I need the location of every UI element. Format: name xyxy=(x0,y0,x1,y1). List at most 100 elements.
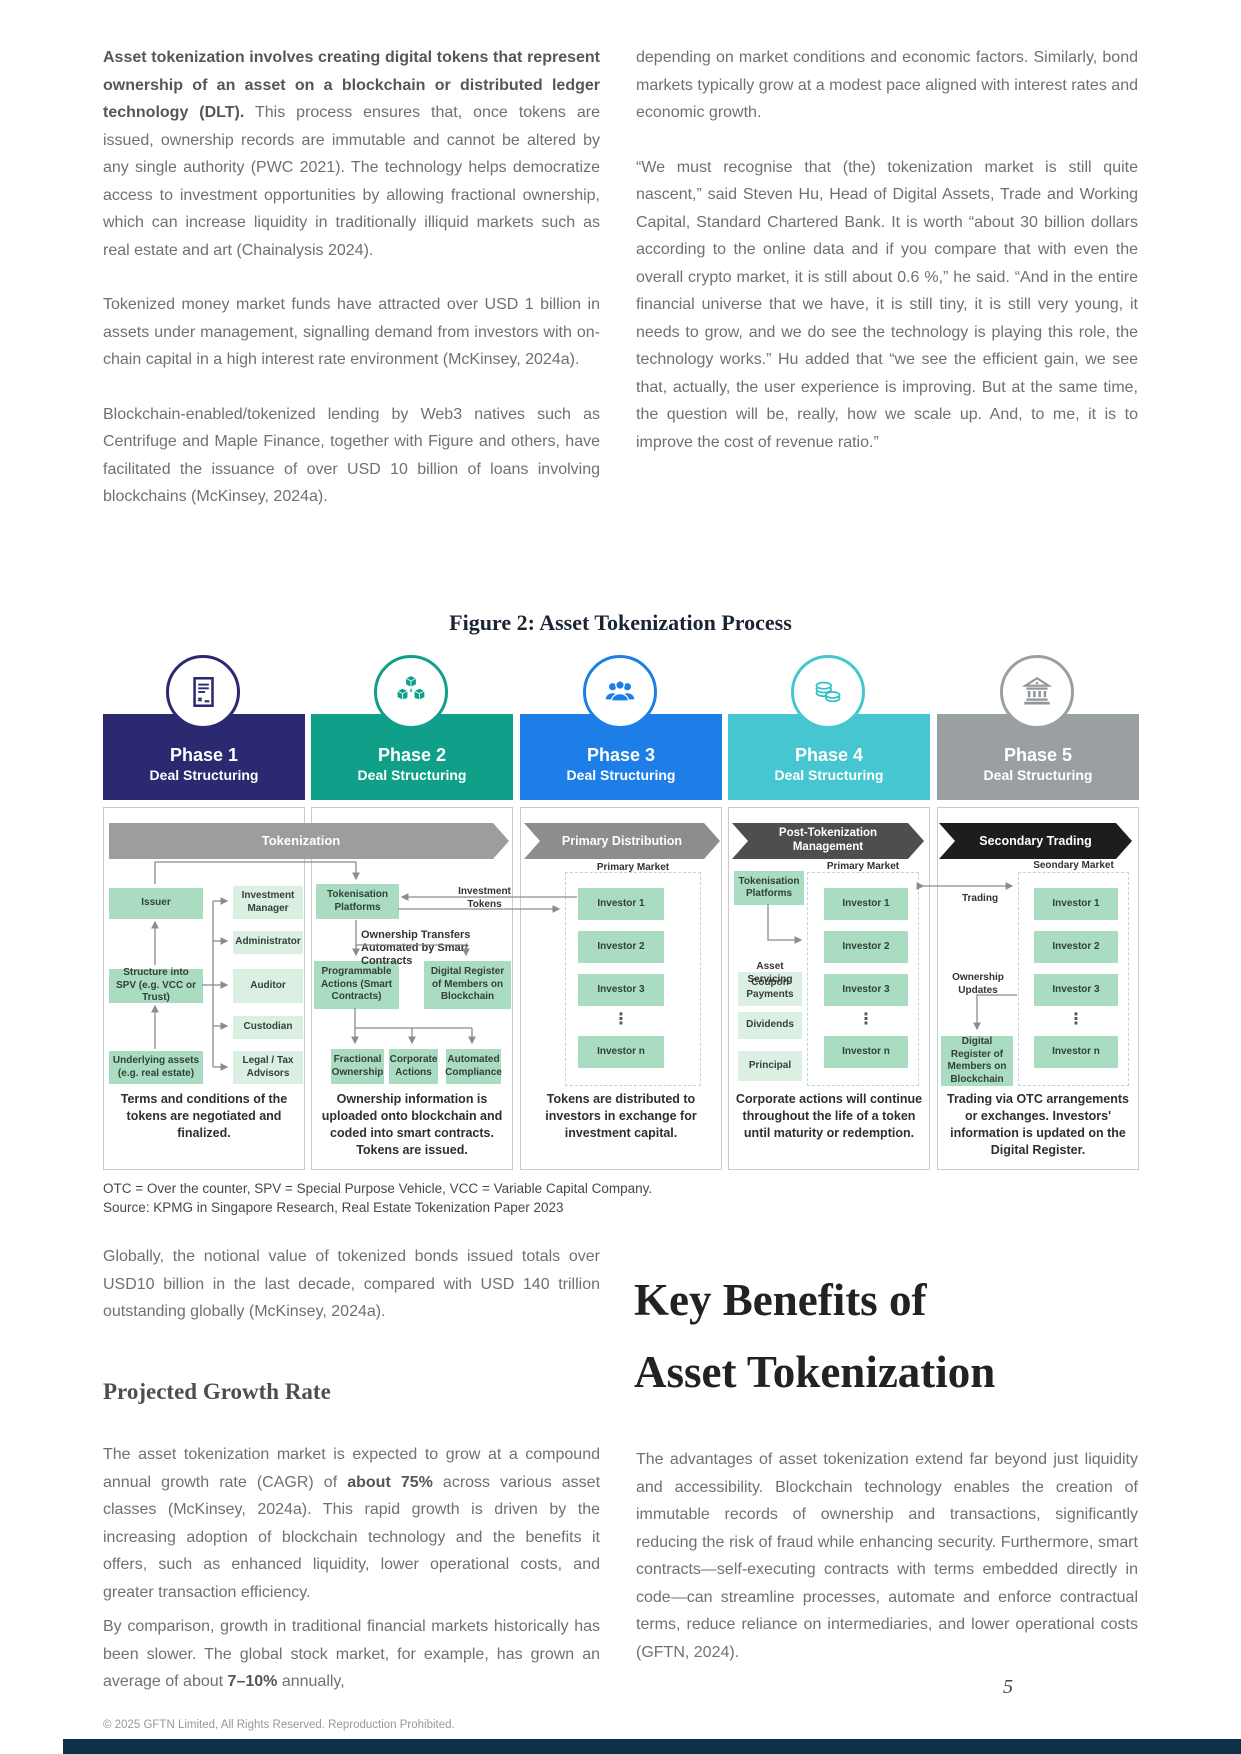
investor-node: Investor n xyxy=(1034,1036,1118,1068)
copyright-notice: © 2025 GFTN Limited, All Rights Reserved… xyxy=(103,1719,455,1731)
ellipsis: ⋮ xyxy=(858,1011,874,1028)
programmable-actions-node: Programmable Actions (Smart Contracts) xyxy=(314,961,399,1009)
paragraph: depending on market conditions and econo… xyxy=(636,49,1138,121)
phase-label: Phase 1 xyxy=(169,745,239,765)
principal-node: Principal xyxy=(738,1051,802,1081)
secondary-market-label: Seondary Market xyxy=(1033,860,1114,871)
investor-node: Investor n xyxy=(824,1036,908,1068)
phase4-card: Primary Market Tokenisation Platforms As… xyxy=(728,807,930,1170)
investor-node: Investor 1 xyxy=(578,888,664,920)
key-benefits-heading: Key Benefits of Asset Tokenization xyxy=(634,1264,1139,1408)
custodian-node: Custodian xyxy=(233,1016,303,1039)
figure-footnote-abbrev: OTC = Over the counter, SPV = Special Pu… xyxy=(103,1181,653,1196)
paragraph: The advantages of asset tokenization ext… xyxy=(636,1451,1138,1661)
ellipsis: ⋮ xyxy=(1068,1011,1084,1028)
phase-label: Phase 2 xyxy=(377,745,447,765)
phase2-card: Tokenisation Platforms Investment Tokens… xyxy=(311,807,513,1170)
underlying-assets-node: Underlying assets (e.g. real estate) xyxy=(109,1051,203,1084)
auditor-node: Auditor xyxy=(233,969,303,1003)
phase5-card: Seondary Market Trading Investor 1 Inves… xyxy=(937,807,1139,1170)
band-post-tokenization-management: Post-Tokenization Management xyxy=(732,823,924,859)
tokenisation-platforms-node: Tokenisation Platforms xyxy=(734,871,804,905)
paragraph: Asset tokenization involves creating dig… xyxy=(103,44,600,264)
paragraph-text: By comparison, growth in traditional fin… xyxy=(103,1618,600,1690)
heading-line: Key Benefits of xyxy=(634,1275,927,1325)
bold-figure: 7–10% xyxy=(227,1673,278,1690)
figure-asset-tokenization-process: Phase 1 Deal Structuring Issuer Structur… xyxy=(103,655,1139,1170)
figure-footnote-source: Source: KPMG in Singapore Research, Real… xyxy=(103,1200,564,1215)
coins-icon xyxy=(791,655,865,729)
coupon-payments-node: Coupon Payments xyxy=(738,972,802,1006)
phase-label: Phase 3 xyxy=(586,745,656,765)
phase3-header: Phase 3 Deal Structuring xyxy=(520,714,722,800)
phase-sublabel: Deal Structuring xyxy=(357,767,467,783)
paragraph-text: across various asset classes (McKinsey, … xyxy=(103,1473,601,1601)
phase3-card: Primary Market Investor 1 Investor 2 Inv… xyxy=(520,807,722,1170)
projected-growth-rate-heading: Projected Growth Rate xyxy=(103,1379,331,1404)
investor-node: Investor n xyxy=(578,1036,664,1068)
ownership-transfers-label: Ownership Transfers Automated by Smart C… xyxy=(361,929,471,967)
secondary-market-box xyxy=(1018,872,1129,1086)
phase4-caption: Corporate actions will continue througho… xyxy=(735,1092,923,1140)
phase-sublabel: Deal Structuring xyxy=(566,767,676,783)
bold-figure: about 75% xyxy=(347,1473,433,1491)
dividends-node: Dividends xyxy=(738,1012,802,1039)
phase1-caption: Terms and conditions of the tokens are n… xyxy=(120,1092,288,1140)
phase3-caption: Tokens are distributed to investors in e… xyxy=(545,1092,697,1140)
investor-node: Investor 2 xyxy=(578,931,664,963)
digital-register-node: Digital Register of Members on Blockchai… xyxy=(941,1036,1013,1086)
investment-tokens-label: Investment Tokens xyxy=(458,886,511,910)
primary-market-box xyxy=(565,872,701,1086)
paragraph: “We must recognise that (the) tokenizati… xyxy=(636,158,1138,451)
legal-tax-advisors-node: Legal / Tax Advisors xyxy=(233,1051,303,1084)
phase-label: Phase 4 xyxy=(794,745,864,765)
paragraph: Blockchain-enabled/tokenized lending by … xyxy=(103,405,600,506)
phase-sublabel: Deal Structuring xyxy=(149,767,259,783)
lower-left-paragraphs: The asset tokenization market is expecte… xyxy=(103,1441,600,1723)
paragraph: By comparison, growth in traditional fin… xyxy=(103,1613,600,1696)
investor-node: Investor 3 xyxy=(1034,974,1118,1006)
investor-node: Investor 2 xyxy=(824,931,908,963)
people-icon xyxy=(583,655,657,729)
band-primary-distribution: Primary Distribution xyxy=(524,823,720,859)
band-tokenization: Tokenization xyxy=(109,823,509,859)
paragraph: The asset tokenization market is expecte… xyxy=(103,1441,600,1606)
paragraph-text: This process ensures that, once tokens a… xyxy=(103,104,601,259)
figure-title: Figure 2: Asset Tokenization Process xyxy=(449,610,792,635)
primary-market-label: Primary Market xyxy=(826,861,900,872)
phase1-card: Issuer Structure into SPV (e.g. VCC or T… xyxy=(103,807,305,1170)
phase1-column: Phase 1 Deal Structuring Issuer Structur… xyxy=(103,655,305,1170)
asset-servicing-label: Asset Servicing xyxy=(747,961,793,985)
bank-icon xyxy=(1000,655,1074,729)
investor-node: Investor 3 xyxy=(824,974,908,1006)
primary-market-label: Primary Market xyxy=(596,862,670,873)
phase2-caption: Ownership information is uploaded onto b… xyxy=(321,1092,503,1157)
issuer-node: Issuer xyxy=(109,888,203,919)
investor-node: Investor 1 xyxy=(824,888,908,920)
spv-node: Structure into SPV (e.g. VCC or Trust) xyxy=(109,967,203,1003)
automated-compliance-node: Automated Compliance xyxy=(445,1049,502,1084)
tokenisation-platforms-node: Tokenisation Platforms xyxy=(316,884,399,919)
phase2-column: Phase 2 Deal Structuring Tokenisation Pl… xyxy=(311,655,513,1170)
investor-node: Investor 1 xyxy=(1034,888,1118,920)
phase5-column: Phase 5 Deal Structuring Seondary Market… xyxy=(937,655,1139,1170)
phase-sublabel: Deal Structuring xyxy=(774,767,884,783)
phase-sublabel: Deal Structuring xyxy=(983,767,1093,783)
corporate-actions-node: Corporate Actions xyxy=(389,1049,438,1084)
paragraph-text: annually, xyxy=(277,1673,345,1690)
phase5-caption: Trading via OTC arrangements or exchange… xyxy=(947,1092,1129,1157)
heading-line: Asset Tokenization xyxy=(634,1347,996,1397)
administrator-node: Administrator xyxy=(233,931,303,954)
phase4-column: Phase 4 Deal Structuring Primary Market … xyxy=(728,655,930,1170)
fractional-ownership-node: Fractional Ownership xyxy=(331,1049,384,1084)
primary-market-box xyxy=(807,872,919,1086)
phase3-column: Phase 3 Deal Structuring Primary Market … xyxy=(520,655,722,1170)
trading-label: Trading xyxy=(961,893,999,904)
lead-sentence: Asset tokenization involves creating dig… xyxy=(103,49,600,121)
paragraph: Tokenized money market funds have attrac… xyxy=(103,296,600,368)
contract-icon xyxy=(166,655,240,729)
investor-node: Investor 2 xyxy=(1034,931,1118,963)
ellipsis: ⋮ xyxy=(613,1011,629,1028)
digital-register-node: Digital Register of Members on Blockchai… xyxy=(424,961,511,1009)
